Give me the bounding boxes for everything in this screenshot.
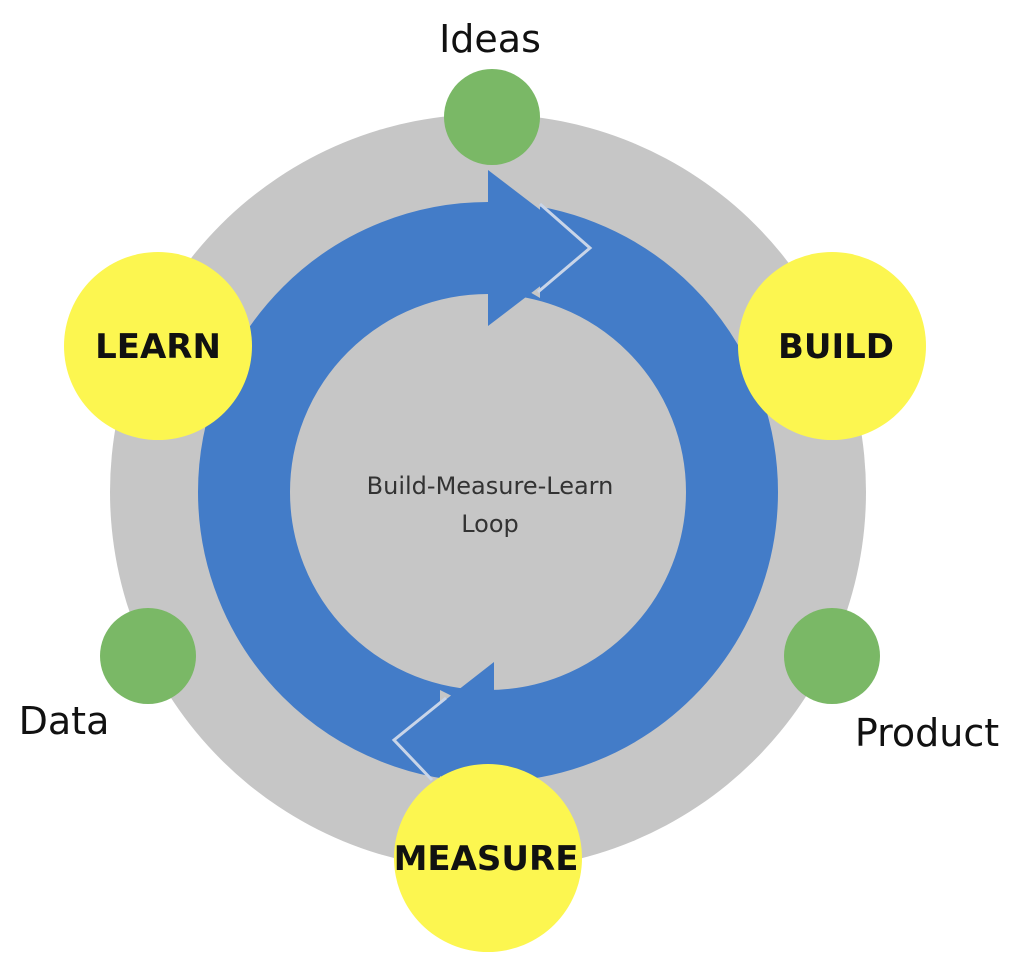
measure-label: MEASURE — [394, 839, 579, 879]
ideas-circle — [444, 69, 540, 165]
build-circle — [738, 252, 926, 440]
loop-arrowhead-bottom-edge — [391, 696, 447, 782]
loop-arrowhead-top — [488, 170, 590, 326]
build-label: BUILD — [778, 327, 894, 367]
learn-circle — [64, 252, 252, 440]
ideas-label: Ideas — [439, 17, 541, 61]
center-title-line-1: Build-Measure-Learn — [367, 472, 614, 500]
center-title-line-2: Loop — [461, 510, 519, 538]
measure-circle — [394, 764, 582, 952]
data-circle — [100, 608, 196, 704]
loop-arrowhead-top-edge — [537, 202, 593, 294]
product-label: Product — [855, 711, 999, 755]
product-circle — [784, 608, 880, 704]
learn-label: LEARN — [95, 327, 221, 367]
data-label: Data — [19, 699, 110, 743]
